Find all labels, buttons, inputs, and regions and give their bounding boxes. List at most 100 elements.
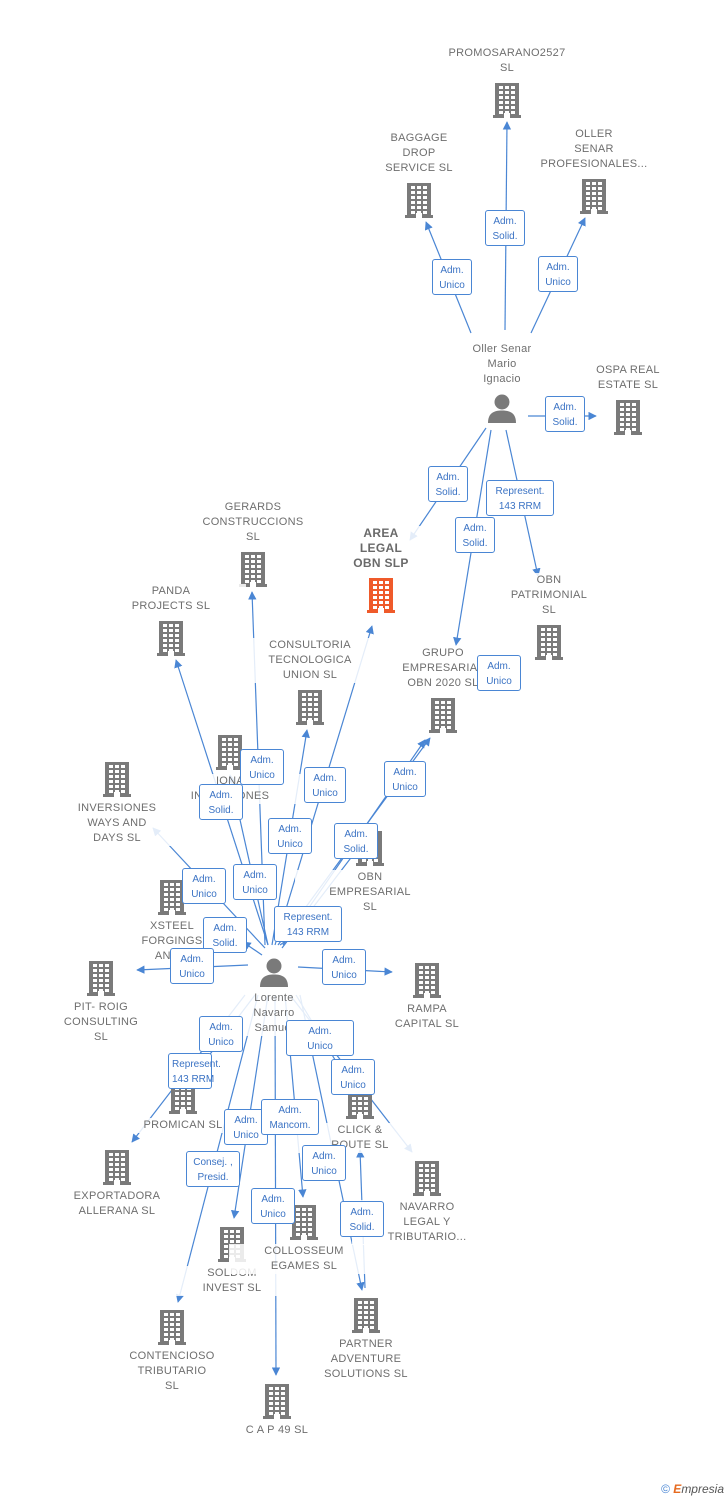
building-icon (429, 698, 457, 733)
node-label-line: EMPRESARIAL (329, 886, 411, 898)
role-label[interactable]: Represent.143 RRM (274, 906, 342, 942)
role-label-line: Unico (307, 1041, 333, 1052)
role-label[interactable]: Adm.Unico (268, 818, 312, 854)
role-label[interactable]: Adm.Unico (224, 1109, 268, 1145)
role-label[interactable]: Adm.Solid. (545, 396, 585, 432)
role-label-line: Represent. (495, 486, 545, 497)
role-label-line: Adm. (278, 824, 302, 835)
node-label-line: SL (93, 1031, 109, 1043)
brand-logo-text: mpresia (681, 1482, 724, 1496)
role-label-line: Adm. (313, 773, 337, 784)
role-label[interactable]: Adm.Unico (384, 761, 426, 797)
building-icon (413, 963, 441, 998)
role-label-line: Unico (311, 1166, 337, 1177)
brand-logo-initial: E (673, 1482, 682, 1496)
node-label-line: PANDA (151, 585, 191, 597)
role-label[interactable]: Adm. Mancom. (261, 1099, 319, 1135)
role-label-line: Mancom. (269, 1120, 311, 1131)
role-label-line: Adm. (341, 1065, 365, 1076)
company-node-ospa[interactable]: OSPA REAL ESTATE SL (553, 363, 703, 435)
role-label[interactable]: Adm.Unico (432, 259, 472, 295)
role-label[interactable]: Adm.Unico (233, 864, 277, 900)
node-label-line: OLLER (575, 128, 613, 140)
role-label[interactable]: Adm.Unico (286, 1020, 354, 1056)
role-label[interactable]: Adm.Unico (251, 1188, 295, 1224)
role-label[interactable]: Consej. ,Presid. (186, 1151, 240, 1187)
role-label[interactable]: Adm.Solid. (199, 784, 243, 820)
node-label-line: SL (499, 62, 515, 74)
role-label-line: Unico (340, 1080, 366, 1091)
role-label-line: Adm. (192, 874, 216, 885)
role-label-line: Solid. (343, 844, 369, 855)
role-label[interactable]: Adm. Unico (331, 1059, 375, 1095)
node-label-line: TECNOLOGICA (268, 654, 352, 666)
role-label[interactable]: Adm.Solid. (203, 917, 247, 953)
role-label[interactable]: Adm.Solid. (455, 517, 495, 553)
footer-credit: © Empresia (661, 1482, 724, 1496)
role-label-line: Adm. (350, 1207, 374, 1218)
node-label-line: CONSTRUCCIONS (202, 516, 304, 528)
node-label-line: UNION SL (282, 669, 338, 681)
role-label[interactable]: Adm.Unico (322, 949, 366, 985)
role-label[interactable]: Adm.Unico (240, 749, 284, 785)
node-label-line: OSPA REAL (596, 364, 660, 376)
role-label[interactable]: Adm.Unico (304, 767, 346, 803)
role-label-line: Solid. (462, 538, 488, 549)
node-label-line: OBN (357, 871, 383, 883)
role-label[interactable]: Adm.Unico (170, 948, 214, 984)
node-label-line: Ignacio (483, 373, 521, 385)
role-label[interactable]: Represent.143 RRM (486, 480, 554, 516)
role-label-line: 143 RRM (172, 1074, 215, 1085)
building-icon (103, 762, 131, 797)
role-label[interactable]: Adm.Unico (182, 868, 226, 904)
role-label-line: Adm. (440, 265, 464, 276)
role-label-line: Adm. (553, 402, 577, 413)
role-label[interactable]: Adm.Solid. (485, 210, 525, 246)
node-label-line: OBN (536, 574, 562, 586)
node-label-line: INVEST SL (202, 1282, 262, 1294)
node-label-line: ESTATE SL (597, 379, 659, 391)
company-node-cap49[interactable]: C A P 49 SL (202, 1383, 352, 1438)
role-label[interactable]: Adm.Solid. (428, 466, 468, 502)
role-label[interactable]: Adm.Unico (302, 1145, 346, 1181)
node-label-line: C A P 49 SL (245, 1424, 309, 1436)
role-label[interactable]: Adm.Solid. (340, 1201, 384, 1237)
role-label-line: Adm. (261, 1194, 285, 1205)
role-label-line: Adm. (393, 767, 417, 778)
role-label[interactable]: Adm.Unico (477, 655, 521, 691)
role-label[interactable]: Represent.143 RRM (168, 1053, 221, 1089)
role-label[interactable]: Adm.Unico (199, 1016, 243, 1052)
role-label[interactable]: Adm.Unico (538, 256, 578, 292)
role-label-line: Adm. (493, 216, 517, 227)
role-label-line: Adm. (278, 1105, 302, 1116)
node-label-line: RAMPA (407, 1003, 447, 1015)
role-label-line: Unico (208, 1037, 234, 1048)
role-label-line: Adm. (436, 472, 460, 483)
company-node-promican[interactable]: PROMICAN SL (108, 1078, 258, 1133)
role-label[interactable]: Adm.Solid. (334, 823, 378, 859)
